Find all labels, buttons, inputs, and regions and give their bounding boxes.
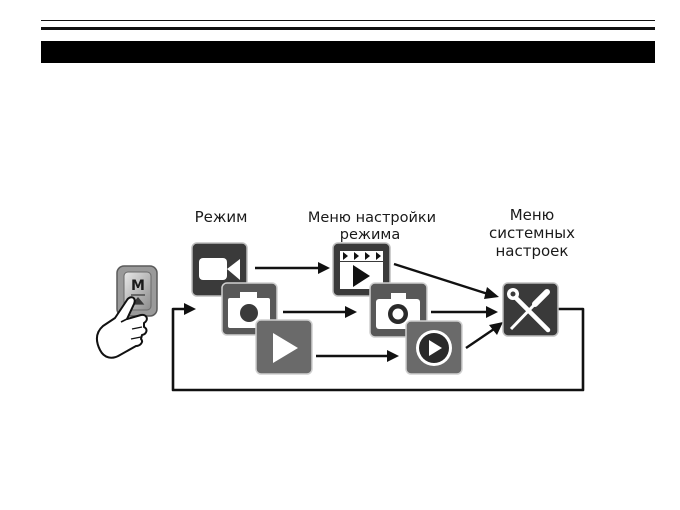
play-circle-icon: [416, 330, 452, 366]
arrow-video-to-menu: [255, 262, 330, 274]
label-mode: Режим: [195, 208, 248, 226]
label-system-menu-line3: настроек: [496, 242, 569, 260]
label-mode-menu-line1: Меню настройки: [308, 210, 436, 226]
mode-tile-playback[interactable]: [256, 320, 312, 374]
label-system-menu-line2: системных: [489, 224, 575, 242]
menu-tile-playback[interactable]: [406, 321, 462, 374]
system-settings-tile[interactable]: [503, 283, 558, 336]
label-system-menu-line1: Меню: [510, 206, 555, 224]
arrow-menu-photo-to-system: [431, 306, 498, 318]
label-mode-menu-line2: режима: [340, 227, 400, 243]
arrow-photo-to-menu: [283, 306, 357, 318]
arrow-playback-to-menu: [316, 350, 399, 362]
arrow-menu-playback-to-system: [466, 322, 503, 348]
mode-button-letter: M: [131, 278, 145, 294]
